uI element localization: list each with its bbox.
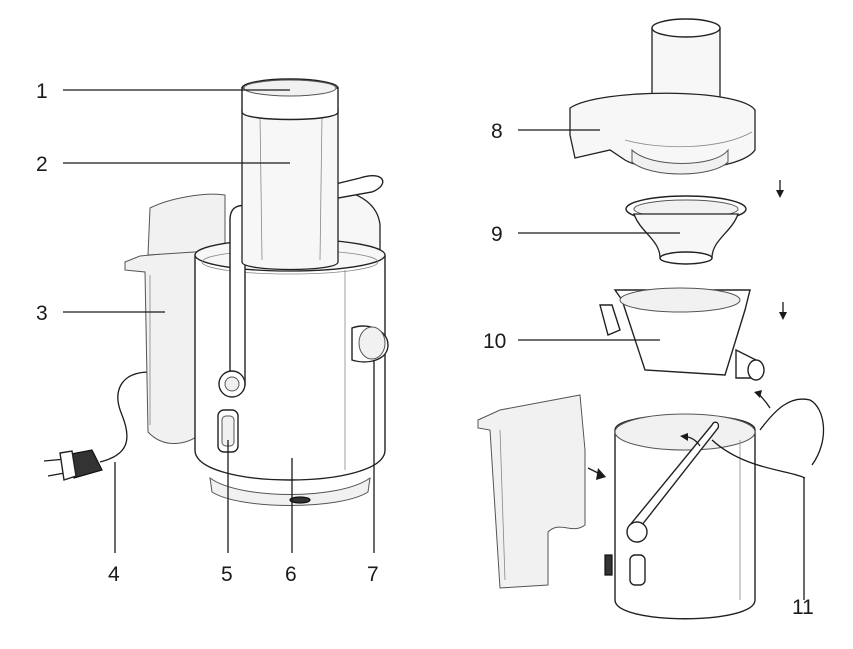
motor-base xyxy=(194,238,386,506)
plug-icon xyxy=(43,449,103,481)
callout-labels: 1 2 3 4 5 6 7 8 9 10 11 xyxy=(36,80,814,619)
right-arrow-icon xyxy=(587,467,606,480)
power-cord-and-plug xyxy=(43,371,151,481)
side-knob xyxy=(351,325,389,363)
locking-arm-exploded xyxy=(626,421,720,543)
motor-base-exploded xyxy=(604,413,756,620)
callout-label-2: 2 xyxy=(36,153,48,176)
callout-label-3: 3 xyxy=(36,302,48,325)
filter-basket xyxy=(625,195,747,265)
lid-with-feed-tube xyxy=(569,18,756,175)
pulp-container xyxy=(124,249,206,445)
callout-label-8: 8 xyxy=(491,120,503,143)
exploded-view xyxy=(477,18,825,620)
down-arrow-icon xyxy=(776,180,784,198)
callout-label-4: 4 xyxy=(108,563,120,586)
callout-label-9: 9 xyxy=(491,223,503,246)
assembled-juicer xyxy=(43,78,389,506)
on-off-switch xyxy=(217,409,239,453)
feed-tube-and-pusher xyxy=(241,78,339,271)
callout-label-10: 10 xyxy=(483,330,506,353)
curved-arrow-icon xyxy=(754,390,771,409)
curved-arrow-icon xyxy=(680,433,701,447)
callout-label-1: 1 xyxy=(36,80,48,103)
callout-label-5: 5 xyxy=(221,563,233,586)
pulp-container-detached xyxy=(477,394,586,589)
leader-lines xyxy=(63,89,805,600)
callout-label-6: 6 xyxy=(285,563,297,586)
callout-label-11: 11 xyxy=(792,596,814,619)
juice-collector-bowl xyxy=(599,287,765,381)
callout-label-7: 7 xyxy=(367,563,379,586)
power-cord-exploded xyxy=(711,398,825,479)
down-arrow-icon xyxy=(779,302,787,320)
